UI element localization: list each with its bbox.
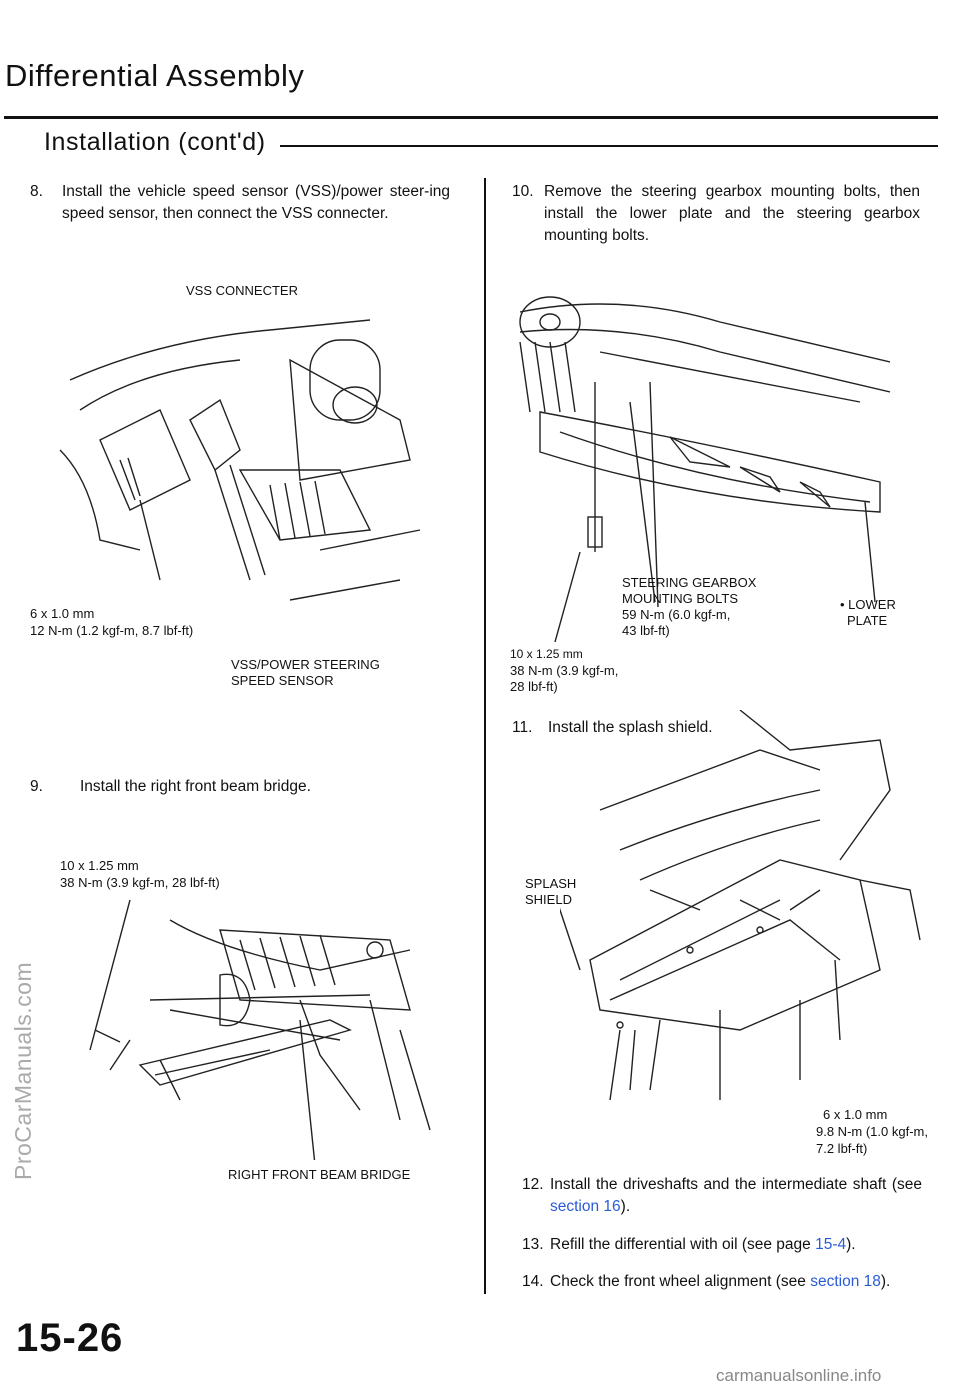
- bolt-torque-line1: 9.8 N-m (1.0 kgf-m,: [816, 1124, 928, 1139]
- section-16-link[interactable]: section 16: [550, 1198, 621, 1215]
- splash-shield-illustration: [560, 710, 921, 1101]
- step-text: Install the driveshafts and the intermed…: [522, 1174, 922, 1218]
- step-text: Refill the differential with oil (see pa…: [522, 1234, 922, 1256]
- step-number: 9.: [30, 778, 43, 795]
- step-14: 14. Check the front wheel alignment (see…: [522, 1271, 922, 1293]
- bolt-torque-line1: 38 N-m (3.9 kgf-m,: [510, 663, 619, 678]
- bolt-torque-label: 12 N-m (1.2 kgf-m, 8.7 lbf-ft): [30, 623, 194, 638]
- step-text: Remove the steering gearbox mounting bol…: [544, 183, 920, 244]
- step-text-part: Install the driveshafts and the intermed…: [550, 1176, 922, 1193]
- step-11: 11. Install the splash shield.: [512, 717, 812, 739]
- bolt-size-label: 6 x 1.0 mm: [30, 606, 95, 621]
- step-9: 9. Install the right front beam bridge.: [30, 776, 450, 798]
- step-number: 11.: [512, 719, 533, 736]
- gearbox-label-line2: MOUNTING BOLTS: [622, 591, 739, 606]
- step-10: 10. Remove the steering gearbox mounting…: [512, 181, 920, 247]
- step-text: Install the right front beam bridge.: [80, 778, 311, 795]
- lower-plate-label-line1: • LOWER: [840, 597, 896, 612]
- page-title: Differential Assembly: [5, 58, 305, 93]
- bolt-size-label: 10 x 1.25 mm: [510, 647, 583, 661]
- section-18-link[interactable]: section 18: [810, 1273, 881, 1290]
- step-number: 13.: [522, 1236, 544, 1253]
- step-13: 13. Refill the differential with oil (se…: [522, 1234, 922, 1256]
- subtitle-rule: [280, 145, 938, 147]
- step-number: 12.: [522, 1176, 544, 1193]
- bolt-torque-line2: 28 lbf-ft): [510, 679, 558, 694]
- column-divider: [484, 178, 486, 1294]
- beam-bridge-label: RIGHT FRONT BEAM BRIDGE: [228, 1167, 411, 1182]
- title-rule: [4, 116, 938, 119]
- page-15-4-link[interactable]: 15-4: [815, 1236, 847, 1253]
- step-text: Install the splash shield.: [548, 719, 713, 736]
- step-text: Check the front wheel alignment (see sec…: [522, 1271, 922, 1293]
- step-text: Install the vehicle speed sensor (VSS)/p…: [62, 183, 450, 222]
- watermark: ProCarManuals.com: [10, 961, 36, 1180]
- vss-connecter-label: VSS CONNECTER: [186, 283, 298, 298]
- steering-gearbox-illustration: [519, 296, 891, 643]
- page-number: 15-26: [16, 1316, 124, 1360]
- lower-plate-label-line2: PLATE: [847, 613, 888, 628]
- gearbox-torque-line2: 43 lbf-ft): [622, 623, 670, 638]
- bolt-torque-line2: 7.2 lbf-ft): [816, 1141, 868, 1156]
- step-text-part: ).: [846, 1236, 856, 1253]
- step-text-part: ).: [880, 1273, 891, 1290]
- section-subtitle: Installation (cont'd): [44, 128, 266, 156]
- sensor-label-line2: SPEED SENSOR: [231, 673, 334, 688]
- splash-shield-label-line1: SPLASH: [525, 876, 577, 891]
- gearbox-torque-line1: 59 N-m (6.0 kgf-m,: [622, 607, 731, 622]
- bolt-size-label: 10 x 1.25 mm: [60, 858, 139, 873]
- step-text-part: Refill the differential with oil (see pa…: [550, 1236, 816, 1253]
- vss-sensor-illustration: [59, 319, 421, 601]
- bolt-size-label: 6 x 1.0 mm: [823, 1107, 888, 1122]
- step-12: 12. Install the driveshafts and the inte…: [522, 1174, 922, 1218]
- step-number: 8.: [30, 183, 43, 200]
- beam-bridge-illustration: [89, 899, 431, 1160]
- step-8: 8. Install the vehicle speed sensor (VSS…: [30, 181, 450, 225]
- step-number: 10.: [512, 183, 534, 200]
- step-text-part: Check the front wheel alignment (see: [550, 1273, 811, 1290]
- sensor-label-line1: VSS/POWER STEERING: [231, 657, 380, 672]
- footer-watermark: carmanualsonline.info: [716, 1366, 882, 1385]
- step-text-part: ).: [620, 1198, 631, 1215]
- bolt-torque-label: 38 N-m (3.9 kgf-m, 28 lbf-ft): [60, 875, 220, 890]
- splash-shield-label-line2: SHIELD: [525, 892, 572, 907]
- step-number: 14.: [522, 1273, 544, 1290]
- gearbox-label-line1: STEERING GEARBOX: [622, 575, 757, 590]
